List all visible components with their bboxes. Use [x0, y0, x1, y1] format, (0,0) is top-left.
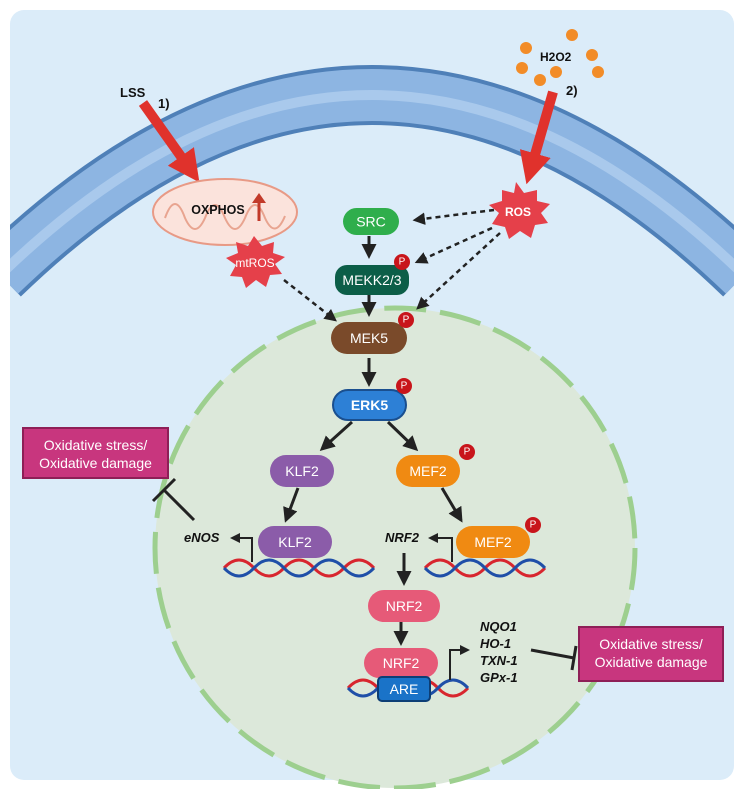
target-gene: TXN-1 [480, 653, 518, 668]
mef2-bound-label: MEF2 [474, 534, 512, 550]
target-gene-list: NQO1 HO-1 TXN-1 GPx-1 [480, 619, 518, 685]
mek5-label: MEK5 [350, 330, 388, 346]
mitochondrion: OXPHOS [152, 178, 298, 246]
h2o2-molecules [516, 29, 604, 86]
erk5-node [332, 389, 407, 421]
klf2-node [270, 455, 334, 487]
nrf2-gene-label: NRF2 [385, 530, 420, 545]
dna-helix-middle [423, 558, 547, 578]
box-left-line1: Oxidative stress/ [43, 437, 148, 453]
ros-signaling-arrows [283, 208, 501, 322]
enos-gene-label: eNOS [184, 530, 220, 545]
target-gene: HO-1 [480, 636, 511, 651]
mek5-phospho-badge [398, 312, 414, 328]
target-gene: GPx-1 [480, 670, 518, 685]
oxidative-stress-box-left: Oxidative stress/ Oxidative damage [22, 427, 169, 479]
erk5-phospho-badge [396, 378, 412, 394]
nrf2-label: NRF2 [386, 598, 423, 614]
mef2-phospho-badge [459, 444, 475, 460]
box-left-line2: Oxidative damage [39, 455, 152, 471]
mekk-phospho-label: P [399, 257, 406, 268]
oxidative-stress-box-right: Oxidative stress/ Oxidative damage [578, 626, 724, 682]
src-node [343, 208, 399, 235]
erk5-label: ERK5 [351, 397, 389, 413]
pathway-arrows [283, 236, 463, 646]
klf2-bound-label: KLF2 [278, 534, 312, 550]
mef2-bound-phospho-label: P [530, 520, 537, 531]
lss-number: 1) [158, 96, 170, 111]
are-label: ARE [390, 681, 419, 697]
nrf2-bound-node [364, 648, 438, 678]
h2o2-label: H2O2 [540, 50, 572, 64]
erk5-phospho-label: P [401, 381, 408, 392]
h2o2-number: 2) [566, 83, 578, 98]
ros-burst [489, 182, 550, 239]
mef2-node [396, 455, 460, 487]
mekk-node [335, 265, 409, 295]
mef2-phospho-label: P [464, 447, 471, 458]
are-element [377, 676, 431, 702]
cell-membrane [10, 65, 734, 297]
lss-arrow [138, 100, 200, 183]
mtros-label: mtROS [235, 256, 274, 270]
target-gene: NQO1 [480, 619, 517, 634]
mtros-burst [226, 236, 285, 288]
src-label: SRC [356, 214, 386, 230]
klf2-bound-node [258, 526, 332, 558]
ros-label: ROS [505, 205, 531, 219]
oxphos-label: OXPHOS [191, 203, 245, 217]
mekk-phospho-badge [394, 254, 410, 270]
transcription-start-arrows [230, 533, 470, 680]
lss-label: LSS [120, 85, 146, 100]
nucleus [152, 305, 638, 791]
mek5-phospho-label: P [403, 315, 410, 326]
mef2-bound-phospho-badge [525, 517, 541, 533]
klf2-label: KLF2 [285, 463, 319, 479]
dna-helix-left [222, 558, 376, 578]
mekk-label: MEKK2/3 [342, 272, 401, 288]
nrf2-bound-label: NRF2 [383, 655, 420, 671]
h2o2-arrow [519, 90, 558, 185]
inhibition-arrows [151, 477, 578, 671]
box-right-line1: Oxidative stress/ [599, 636, 703, 652]
mek5-node [331, 322, 407, 354]
mef2-bound-node [456, 526, 530, 558]
nrf2-node [368, 590, 440, 622]
mef2-label: MEF2 [409, 463, 447, 479]
box-right-line2: Oxidative damage [594, 654, 708, 670]
